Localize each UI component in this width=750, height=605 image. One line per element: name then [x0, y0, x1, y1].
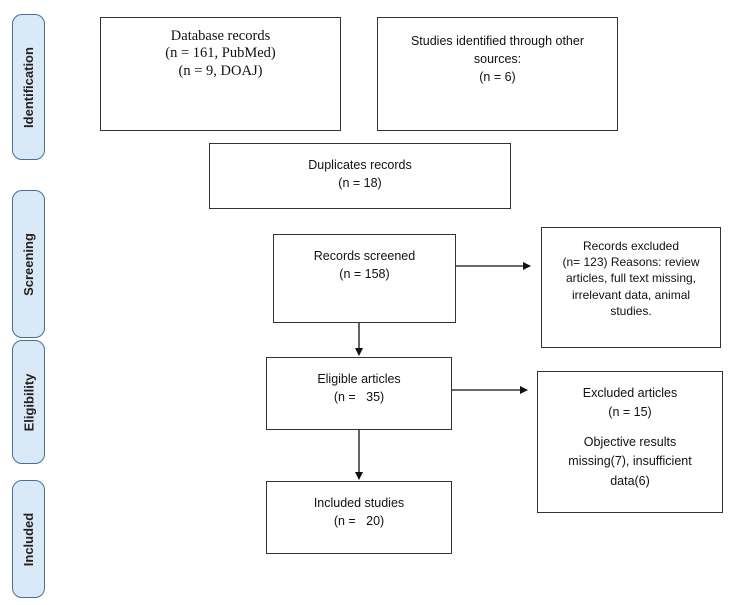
excluded-articles-reason-2: missing(7), insufficient — [568, 454, 692, 469]
records-screened-title: Records screened — [313, 249, 416, 263]
eligible-articles-box: Eligible articles (n = 35) — [266, 357, 452, 430]
database-records-title: Database records — [170, 28, 271, 44]
database-records-pubmed: (n = 161, PubMed) — [165, 45, 276, 62]
excluded-articles-box: Excluded articles (n = 15) Objective res… — [537, 371, 723, 513]
excluded-articles-reason-3: data(6) — [610, 473, 650, 488]
included-studies-count: (n = 20) — [333, 514, 385, 529]
records-excluded-reason-3: irrelevant data, animal — [571, 287, 691, 302]
records-screened-box: Records screened (n = 158) — [273, 234, 456, 323]
stage-included: Included — [12, 480, 45, 598]
duplicates-title: Duplicates records — [308, 158, 412, 172]
included-studies-title: Included studies — [313, 496, 405, 510]
other-sources-box: Studies identified through other sources… — [377, 17, 618, 131]
excluded-articles-reason-1: Objective results — [583, 434, 677, 449]
database-records-box: Database records (n = 161, PubMed) (n = … — [100, 17, 341, 131]
duplicates-count: (n = 18) — [338, 176, 382, 191]
other-sources-title: Studies identified through other — [410, 34, 585, 48]
included-studies-box: Included studies (n = 20) — [266, 481, 452, 554]
records-excluded-reason-1: (n= 123) Reasons: review — [562, 255, 700, 270]
other-sources-count: (n = 6) — [479, 70, 516, 85]
duplicates-box: Duplicates records (n = 18) — [209, 143, 511, 209]
records-excluded-reason-2: articles, full text missing, — [565, 271, 697, 286]
stage-identification: Identification — [12, 14, 45, 160]
stage-eligibility: Eligibility — [12, 340, 45, 464]
excluded-articles-title: Excluded articles — [582, 386, 678, 400]
eligible-articles-count: (n = 35) — [333, 390, 385, 405]
eligible-articles-title: Eligible articles — [317, 372, 401, 386]
records-excluded-title: Records excluded — [582, 239, 680, 253]
records-screened-count: (n = 158) — [339, 267, 390, 282]
stage-screening: Screening — [12, 190, 45, 338]
records-excluded-reason-4: studies. — [610, 303, 652, 318]
records-excluded-box: Records excluded (n= 123) Reasons: revie… — [541, 227, 721, 348]
other-sources-title-cont: sources: — [473, 52, 522, 67]
database-records-doaj: (n = 9, DOAJ) — [178, 62, 263, 79]
excluded-articles-count: (n = 15) — [608, 405, 652, 420]
